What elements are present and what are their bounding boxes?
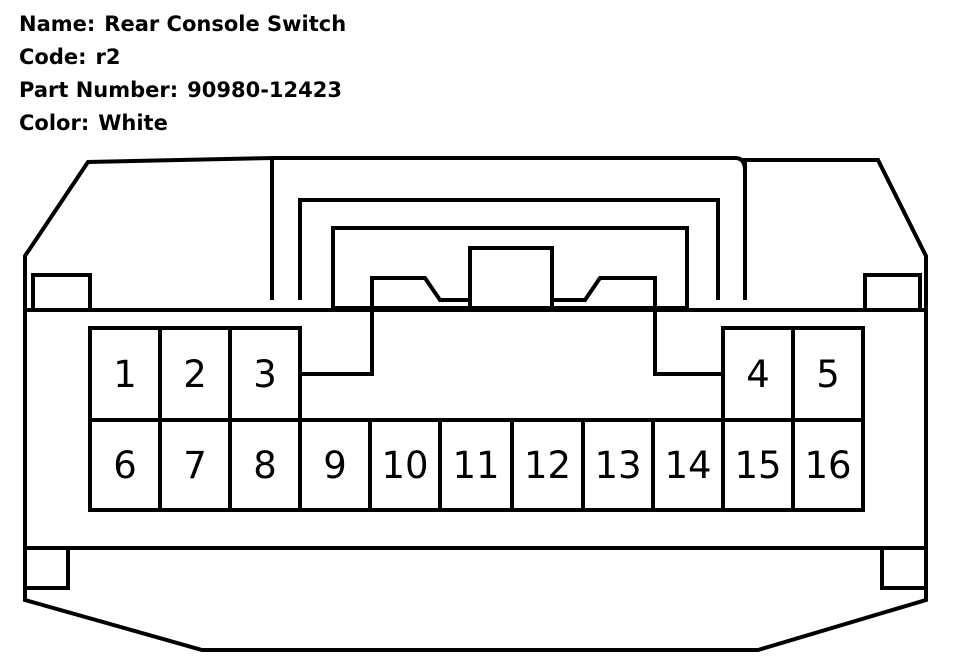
pin-number-label: 12 [524, 444, 571, 487]
pin-cavity [368, 418, 442, 512]
info-part-number-value: 90980-12423 [187, 78, 342, 102]
pin-number-label: 8 [253, 444, 277, 487]
pin-number-label: 13 [594, 444, 641, 487]
left-shoulder-tab [31, 273, 92, 312]
connector-housing-outline [23, 155, 928, 310]
right-shoulder-tab [863, 273, 922, 312]
pin-number-label: 7 [183, 444, 207, 487]
info-name-value: Rear Console Switch [104, 12, 347, 36]
pin-number-label: 3 [253, 353, 277, 396]
pin-number-label: 14 [664, 444, 711, 487]
info-code-value: r2 [95, 45, 121, 69]
pin-cavity [438, 418, 514, 512]
info-color-label: Color: [19, 111, 90, 135]
info-code-label: Code: [19, 45, 87, 69]
pin-cavity [88, 418, 162, 512]
connector-main-body [23, 308, 928, 652]
lock-ramp-left [370, 276, 470, 310]
cavity-step-right [653, 310, 722, 376]
info-name-label: Name: [19, 12, 96, 36]
pin-number-label: 5 [816, 353, 840, 396]
info-code: Code: r2 [19, 41, 346, 74]
pin-cavity [651, 418, 725, 512]
pin-cavity [791, 418, 865, 512]
connector-skirt-left [25, 546, 70, 590]
connector-skirt-right [880, 546, 926, 590]
lock-ramp-right [552, 276, 657, 310]
pin-number-label: 16 [804, 444, 851, 487]
pin-cavity [158, 418, 232, 512]
pin-cavity [158, 326, 232, 422]
pin-number-label: 9 [323, 444, 347, 487]
lock-window-frame [331, 226, 689, 310]
info-color: Color: White [19, 107, 346, 140]
pin-number-label: 4 [746, 353, 770, 396]
pin-number-label: 2 [183, 353, 207, 396]
info-name: Name: Rear Console Switch [19, 8, 346, 41]
pin-cavity [721, 418, 795, 512]
pin-number-label: 11 [452, 444, 499, 487]
pin-number-label: 10 [381, 444, 428, 487]
connector-info: Name: Rear Console Switch Code: r2 Part Nu… [19, 8, 346, 140]
info-color-value: White [98, 111, 168, 135]
lock-latch [468, 246, 554, 310]
pin-number-label: 1 [113, 353, 137, 396]
pin-number-label: 15 [734, 444, 781, 487]
pin-cavity [581, 418, 655, 512]
pin-number-label: 6 [113, 444, 137, 487]
pin-cavity [721, 326, 795, 422]
info-part-number-label: Part Number: [19, 78, 179, 102]
cavity-step-left [300, 310, 374, 376]
info-part-number: Part Number: 90980-12423 [19, 74, 346, 107]
connector-housing-top-arc [271, 156, 747, 171]
